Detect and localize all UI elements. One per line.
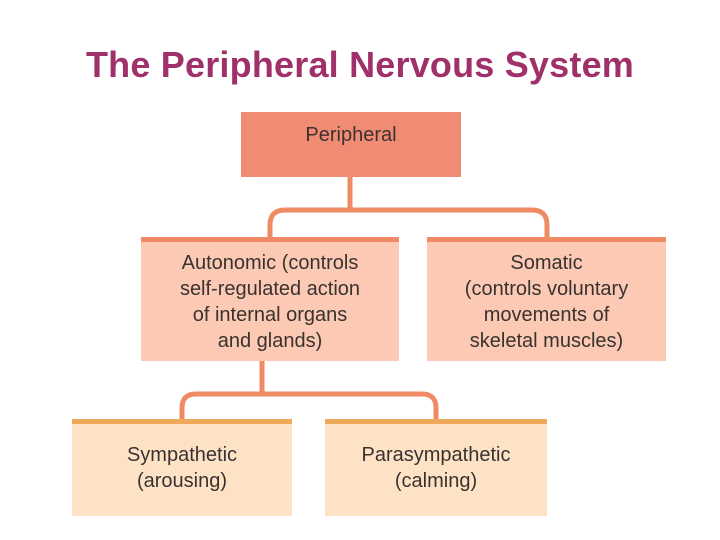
edge-autonomic-to-sympathetic xyxy=(179,391,262,422)
node-somatic: Somatic (controls voluntary movements of… xyxy=(427,237,666,361)
edge-autonomic-to-parasympathetic xyxy=(262,391,439,422)
edge-peripheral-to-autonomic xyxy=(267,207,350,240)
node-sympathetic: Sympathetic (arousing) xyxy=(72,419,292,516)
edge-peripheral-to-somatic xyxy=(350,207,550,240)
node-parasympathetic: Parasympathetic (calming) xyxy=(325,419,547,516)
page-title: The Peripheral Nervous System xyxy=(85,44,634,85)
node-peripheral: Peripheral xyxy=(241,112,461,177)
node-autonomic: Autonomic (controls self-regulated actio… xyxy=(141,237,399,361)
